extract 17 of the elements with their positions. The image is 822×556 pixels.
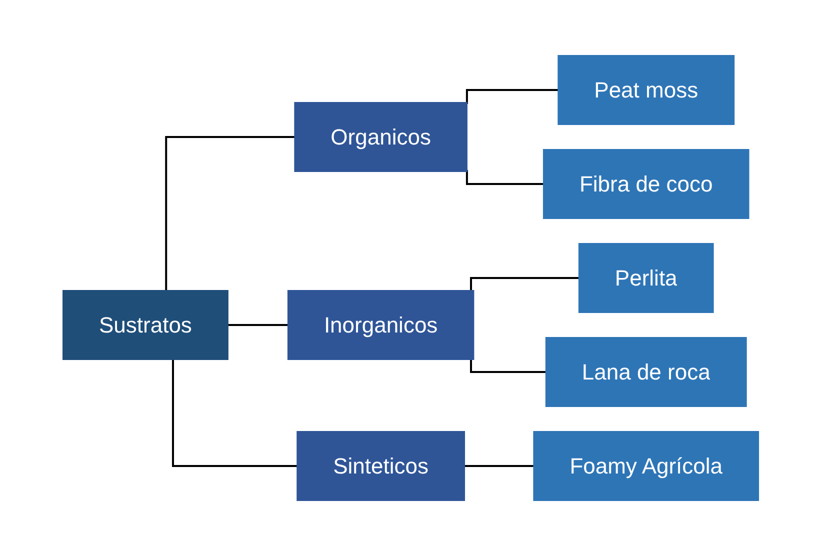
node-box: Sustratos — [62, 290, 229, 360]
node-box: Perlita — [578, 243, 714, 313]
connector — [466, 170, 544, 185]
connector — [227, 324, 288, 326]
connector — [172, 360, 298, 467]
connector — [470, 277, 580, 290]
connector — [165, 136, 295, 290]
node-box: Inorganicos — [288, 290, 474, 360]
connector — [470, 360, 546, 373]
node-box: Organicos — [294, 102, 468, 172]
connector — [464, 465, 534, 467]
node-box: Sinteticos — [296, 431, 466, 501]
node-box: Peat moss — [558, 55, 735, 125]
node-box: Lana de roca — [546, 337, 748, 407]
connector — [466, 89, 558, 104]
node-box: Foamy Agrícola — [533, 431, 760, 501]
node-box: Fibra de coco — [543, 149, 750, 219]
